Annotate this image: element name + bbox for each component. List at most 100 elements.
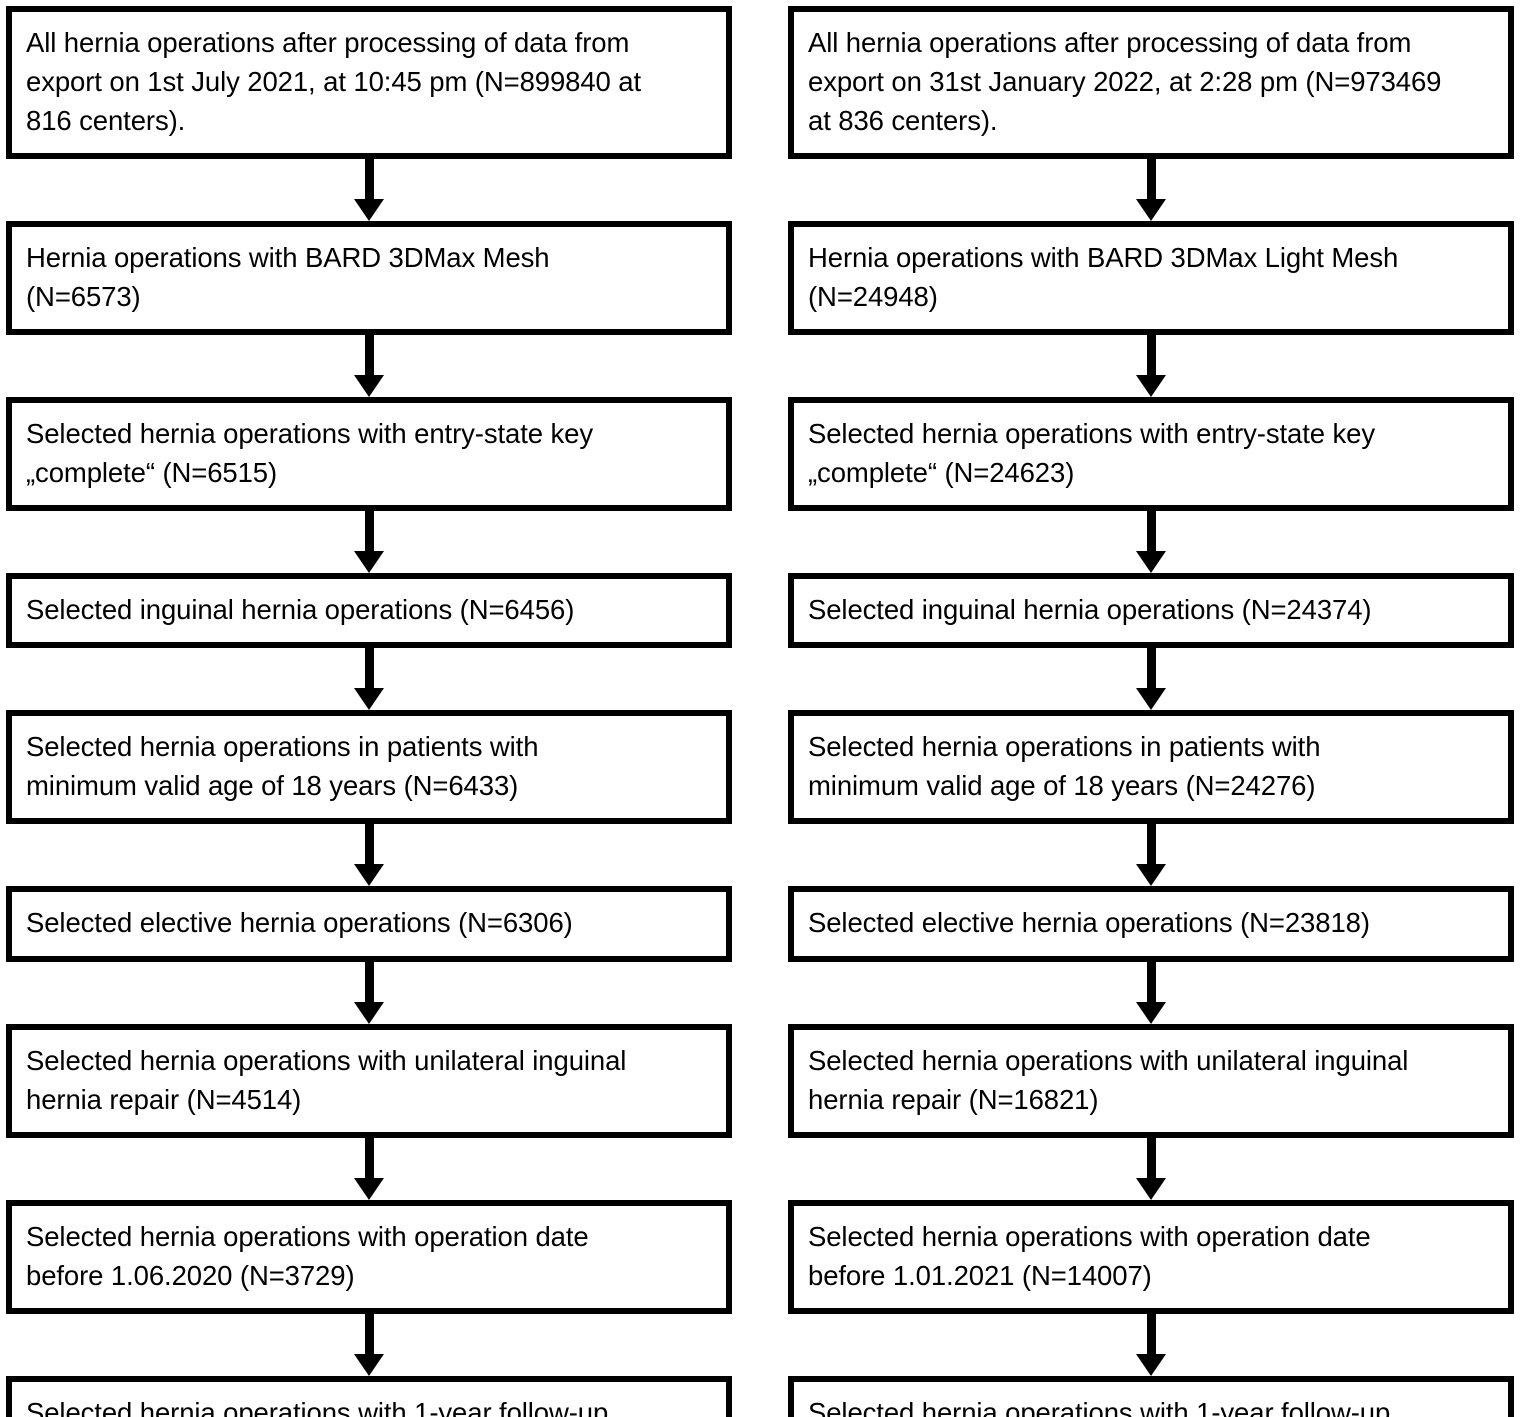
arrow-shaft [1146, 511, 1156, 558]
step-elective-operations-b: Selected elective hernia operations (N=2… [788, 886, 1514, 962]
arrow-head [1136, 199, 1166, 222]
step-operation-date-cutoff-a: Selected hernia operations with operatio… [6, 1199, 732, 1314]
box-text-line: Selected hernia operations with unilater… [26, 1044, 627, 1076]
arrow-head [1136, 688, 1166, 711]
arrow-shaft [364, 335, 374, 382]
box-text-line: Selected hernia operations with entry-st… [808, 418, 1375, 450]
box-text-line: before 1.06.2020 (N=3729) [26, 1259, 355, 1291]
arrow-down-icon [788, 1137, 1514, 1200]
arrow-down-icon [6, 159, 732, 222]
box-text-line: export on 31st January 2022, at 2:28 pm … [808, 66, 1442, 98]
box-text-line: (N=6573) [26, 281, 141, 313]
box-text-line: hernia repair (N=16821) [808, 1083, 1099, 1115]
arrow-shaft [364, 1313, 374, 1360]
step-inguinal-hernia-a: Selected inguinal hernia operations (N=6… [6, 573, 732, 649]
arrow-head [354, 864, 384, 887]
arrow-head [354, 375, 384, 398]
arrow-shaft [1146, 648, 1156, 695]
flow-box: Selected hernia operations with unilater… [6, 1023, 732, 1138]
arrow-head [1136, 864, 1166, 887]
step-all-hernia-operations-b: All hernia operations after processing o… [788, 6, 1514, 160]
arrow-down-icon [788, 511, 1514, 574]
flow-box: Selected hernia operations with operatio… [6, 1199, 732, 1314]
step-all-hernia-operations-a: All hernia operations after processing o… [6, 6, 732, 160]
box-text-line: Selected inguinal hernia operations (N=6… [26, 594, 575, 626]
step-entry-state-complete-a: Selected hernia operations with entry-st… [6, 397, 732, 512]
arrow-head [1136, 551, 1166, 574]
flow-box: Selected inguinal hernia operations (N=2… [788, 573, 1514, 649]
arrow-head [1136, 1353, 1166, 1376]
arrow-down-icon [6, 648, 732, 711]
arrow-shaft [364, 648, 374, 695]
arrow-down-icon [788, 335, 1514, 398]
box-text-line: Hernia operations with BARD 3DMax Mesh [26, 242, 550, 274]
box-text-line: hernia repair (N=4514) [26, 1083, 302, 1115]
arrow-down-icon [788, 961, 1514, 1024]
flow-box: Selected hernia operations with entry-st… [788, 397, 1514, 512]
arrow-head [1136, 1177, 1166, 1200]
arrow-down-icon [788, 824, 1514, 887]
arrow-head [1136, 375, 1166, 398]
box-text-line: Selected hernia operations with operatio… [808, 1220, 1371, 1252]
flow-box: Selected hernia operations with unilater… [788, 1023, 1514, 1138]
arrow-down-icon [788, 648, 1514, 711]
arrow-head [354, 551, 384, 574]
box-text-line: All hernia operations after processing o… [808, 27, 1412, 58]
box-text-line: minimum valid age of 18 years (N=24276) [808, 770, 1316, 802]
box-text-line: „complete“ (N=24623) [808, 457, 1075, 489]
box-text-line: minimum valid age of 18 years (N=6433) [26, 770, 519, 802]
box-text-line: export on 1st July 2021, at 10:45 pm (N=… [26, 66, 642, 98]
arrow-down-icon [6, 961, 732, 1024]
arrow-shaft [364, 159, 374, 206]
box-text-line: Hernia operations with BARD 3DMax Light … [808, 242, 1399, 274]
flow-box: Selected elective hernia operations (N=2… [788, 886, 1514, 962]
flow-box: Selected hernia operations with operatio… [788, 1199, 1514, 1314]
flow-box: All hernia operations after processing o… [6, 6, 732, 160]
step-elective-operations-a: Selected elective hernia operations (N=6… [6, 886, 732, 962]
flow-box: Selected elective hernia operations (N=6… [6, 886, 732, 962]
flow-box: Hernia operations with BARD 3DMax Light … [788, 221, 1514, 336]
box-text-line: Selected hernia operations with entry-st… [26, 418, 593, 450]
box-text-line: Selected hernia operations with unilater… [808, 1044, 1409, 1076]
flow-box: Selected inguinal hernia operations (N=6… [6, 573, 732, 649]
arrow-head [354, 1001, 384, 1024]
flow-box: Selected hernia operations in patients w… [6, 710, 732, 825]
box-text-line: Selected inguinal hernia operations (N=2… [808, 594, 1372, 626]
arrow-down-icon [6, 824, 732, 887]
arrow-down-icon [788, 159, 1514, 222]
flow-box: All hernia operations after processing o… [788, 6, 1514, 160]
arrow-shaft [364, 511, 374, 558]
step-unilateral-repair-a: Selected hernia operations with unilater… [6, 1023, 732, 1138]
arrow-head [1136, 1001, 1166, 1024]
arrow-shaft [364, 824, 374, 871]
box-text-line: Selected hernia operations with operatio… [26, 1220, 589, 1252]
arrow-shaft [1146, 1313, 1156, 1360]
arrow-head [354, 199, 384, 222]
box-text-line: Selected hernia operations with 1-year f… [808, 1396, 1391, 1417]
box-text-line: Selected elective hernia operations (N=6… [26, 907, 573, 939]
box-text-line: Selected elective hernia operations (N=2… [808, 907, 1370, 939]
arrow-shaft [1146, 824, 1156, 871]
arrow-head [354, 1177, 384, 1200]
arrow-shaft [364, 1137, 374, 1184]
step-mesh-type-a: Hernia operations with BARD 3DMax Mesh (… [6, 221, 732, 336]
step-one-year-follow-up-a: Selected hernia operations with 1-year f… [6, 1375, 732, 1417]
step-minimum-age-18-b: Selected hernia operations in patients w… [788, 710, 1514, 825]
arrow-down-icon [6, 1137, 732, 1200]
flow-box: Selected hernia operations with 1-year f… [788, 1375, 1514, 1417]
box-text-line: „complete“ (N=6515) [26, 457, 278, 489]
step-minimum-age-18-a: Selected hernia operations in patients w… [6, 710, 732, 825]
arrow-down-icon [6, 511, 732, 574]
box-text-line: (N=24948) [808, 281, 938, 313]
flowchart-panel-b: All hernia operations after processing o… [788, 6, 1514, 1417]
box-text-line: All hernia operations after processing o… [26, 27, 630, 58]
step-operation-date-cutoff-b: Selected hernia operations with operatio… [788, 1199, 1514, 1314]
flowchart-panel-a: All hernia operations after processing o… [6, 6, 732, 1417]
flow-box: Selected hernia operations with 1-year f… [6, 1375, 732, 1417]
step-one-year-follow-up-b: Selected hernia operations with 1-year f… [788, 1375, 1514, 1417]
box-text-line: Selected hernia operations in patients w… [808, 731, 1321, 763]
box-text-line: at 836 centers). [808, 105, 998, 137]
step-unilateral-repair-b: Selected hernia operations with unilater… [788, 1023, 1514, 1138]
